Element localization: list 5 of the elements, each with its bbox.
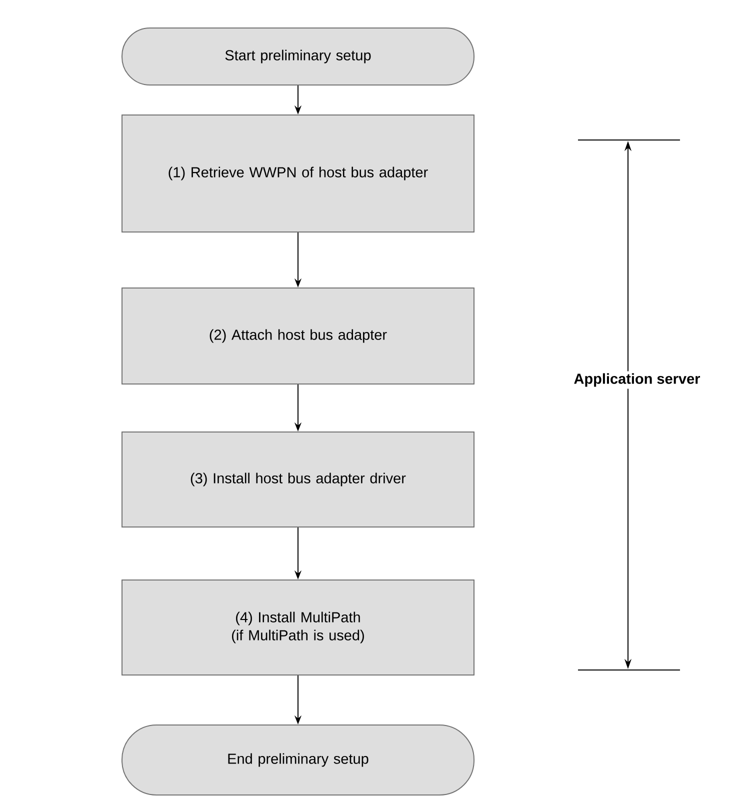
process-box: (4) Install MultiPath (if MultiPath is used)	[122, 580, 474, 676]
process-box: (2) Attach host bus adapter	[122, 288, 474, 384]
dimension-label: Application server	[572, 371, 702, 389]
process-box: (3) Install host bus adapter driver	[122, 432, 474, 528]
process-box: (1) Retrieve WWPN of host bus adapter	[122, 114, 474, 232]
